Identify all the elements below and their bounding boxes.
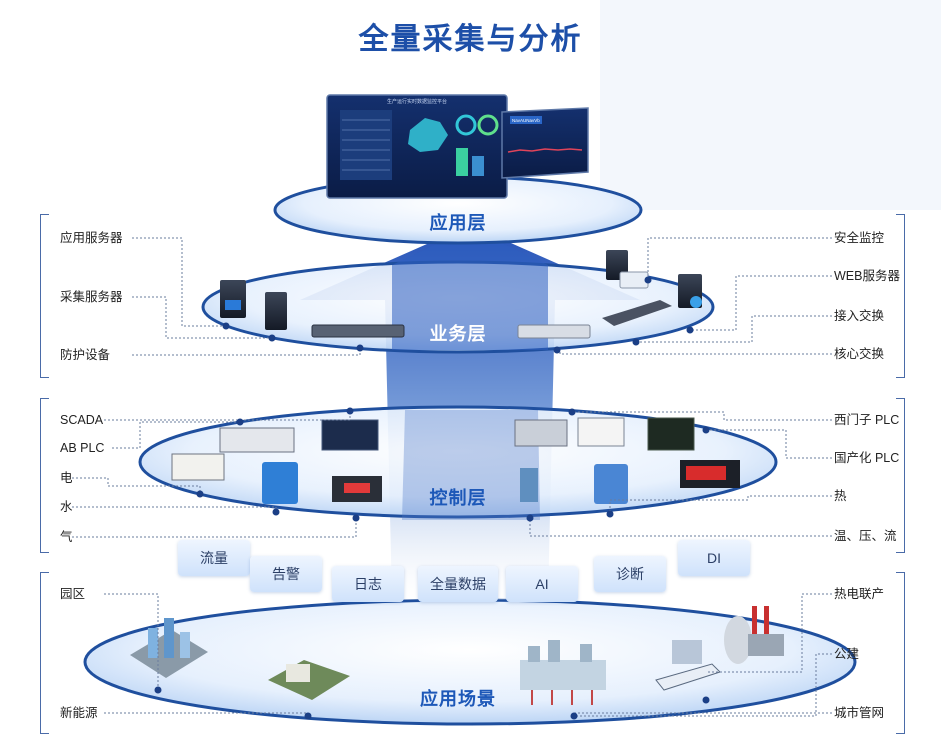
label-protect-device: 防护设备 [60,348,111,362]
label-domestic-plc: 国产化 PLC [834,451,900,465]
dashboard-gauge-2 [477,114,499,136]
label-park: 园区 [60,587,86,601]
domestic-plc-icon [577,417,625,447]
layer-label-business: 业务层 [429,324,487,344]
label-city-pipe-network: 城市管网 [834,706,885,720]
label-security-monitor: 安全监控 [834,231,885,245]
label-chp: 热电联产 [834,587,885,601]
public-buildings-icon [672,640,702,664]
label-public-building: 公建 [834,647,860,661]
pipe-building-2-icon [548,640,560,662]
left-bracket-business [40,214,49,378]
chimney-1-icon [752,606,757,636]
water-meter-icon [262,462,298,504]
scada-screen-icon [321,419,379,451]
label-ab-plc: AB PLC [60,441,105,455]
chimney-2-icon [764,606,769,636]
security-monitor-device-icon [619,271,649,289]
pipe-building-1-icon [528,646,540,662]
label-gas: 气 [60,530,73,544]
tag-ai: AI [506,566,578,602]
tag-flow: 流量 [178,540,250,576]
access-switch-icon [517,324,591,339]
arrow-overlay-business [392,228,548,350]
core-switch-icon [602,300,672,326]
dashboard-map-shape [408,118,448,152]
dashboard-gauge-1 [455,114,477,136]
chp-plant-icon [748,634,784,656]
dashboard-bar-1 [456,148,468,176]
label-electric: 电 [60,471,73,485]
label-access-switch: 接入交换 [834,309,885,323]
globe-icon [690,296,702,308]
pipe-network-base-icon [520,660,606,690]
tag-full-data: 全量数据 [418,566,498,602]
side-dashboard-line [507,148,583,153]
plc-controller-icon [647,417,695,451]
pipe-building-3-icon [580,644,592,662]
park-building-2-icon [164,618,174,658]
pressure-transmitter-icon [520,468,538,502]
electric-meter-icon [171,453,225,481]
dashboard-bar-2 [472,156,484,176]
side-dashboard-title-text: NavAUNavVb [512,118,540,123]
newenergy-building-icon [286,664,310,682]
pipe-lines-icon [531,690,593,705]
label-app-server: 应用服务器 [60,231,123,245]
side-dashboard-screen [501,107,589,179]
ab-plc-icon [219,427,295,453]
tag-log: 日志 [332,566,404,602]
label-core-switch: 核心交换 [834,347,885,361]
right-bracket-control [896,398,905,553]
control-devices [171,417,740,504]
label-heat: 热 [834,489,847,503]
firewall-icon [311,324,405,338]
label-scada: SCADA [60,413,104,427]
park-building-3-icon [180,632,190,658]
collect-server-icon [265,292,287,330]
label-water: 水 [60,500,73,514]
app-server-icon [220,280,246,318]
label-collect-server: 采集服务器 [60,290,123,304]
heat-meter-icon [594,464,628,504]
label-new-energy: 新能源 [60,706,98,720]
cooling-tower-icon [724,616,752,664]
siemens-plc-icon [514,419,568,447]
page-title: 全量采集与分析 [358,23,583,56]
arrow-overlay-control [402,410,540,520]
label-web-server: WEB服务器 [834,269,900,283]
label-siemens-plc: 西门子 PLC [834,413,900,427]
right-bracket-scenario [896,572,905,734]
tag-di: DI [678,540,750,576]
dashboard-title-text: 生产运行实时数据监控平台 [387,98,447,105]
gas-display-digits-icon [344,483,370,493]
dashboard-table-lines [342,119,390,171]
label-temp-pressure-flow: 温、压、流 [834,529,897,543]
left-bracket-control [40,398,49,553]
layer-label-app: 应用层 [429,213,487,233]
connector-lines [72,237,832,717]
layer-label-scenario: 应用场景 [420,689,496,709]
tag-alarm: 告警 [250,556,322,592]
right-bracket-business [896,214,905,378]
dashboard-table-panel [340,110,392,180]
background-haze [600,0,941,210]
app-server-screen-icon [225,300,241,310]
connector-dots [154,276,710,720]
scenario-images [130,606,784,705]
left-bracket-scenario [40,572,49,734]
dashboard-screens: 生产运行实时数据监控平台 NavAUNavVb [326,94,589,199]
business-devices [220,250,702,339]
temperature-display-digits-icon [686,466,726,480]
layer-label-control: 控制层 [429,488,487,508]
park-building-1-icon [148,628,158,658]
side-dashboard-header [510,116,542,124]
tag-diagnosis: 诊断 [594,556,666,592]
